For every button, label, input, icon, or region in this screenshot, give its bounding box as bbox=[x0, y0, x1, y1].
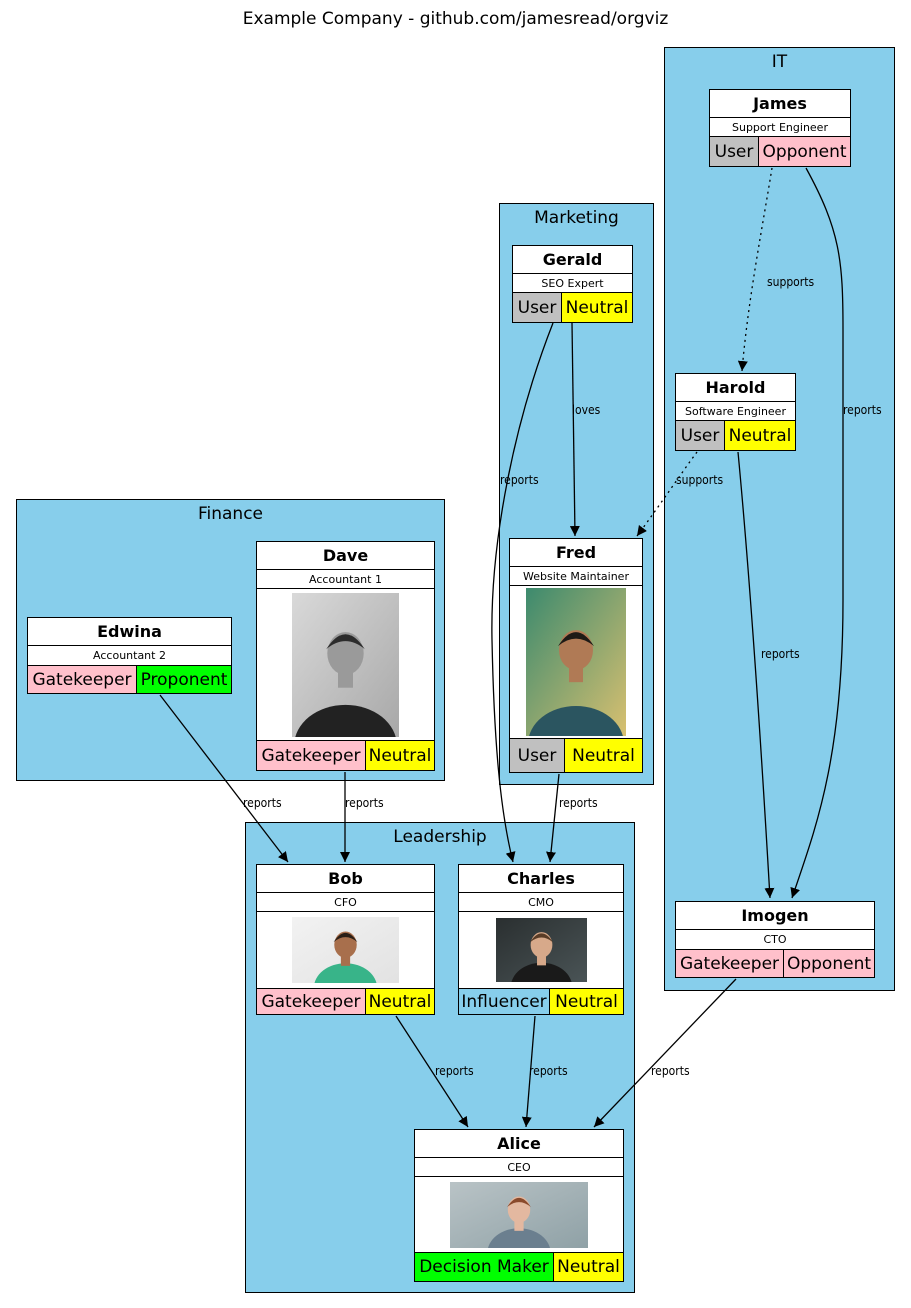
influence-tag: User bbox=[676, 421, 724, 450]
person-role: Accountant 2 bbox=[28, 646, 231, 666]
person-role: CFO bbox=[257, 893, 434, 912]
influence-tag: Decision Maker bbox=[415, 1253, 553, 1281]
person-name: Harold bbox=[676, 374, 795, 402]
woman-portrait bbox=[450, 1181, 588, 1248]
person-role: CEO bbox=[415, 1158, 623, 1177]
cluster-label: IT bbox=[771, 52, 788, 72]
attitude-tag: Neutral bbox=[724, 421, 795, 450]
attitude-tag: Opponent bbox=[758, 137, 850, 166]
cluster-label: Marketing bbox=[534, 208, 619, 228]
person-role: Accountant 1 bbox=[257, 570, 434, 589]
diagram-title: Example Company - github.com/jamesread/o… bbox=[242, 9, 669, 29]
man-portrait bbox=[526, 588, 626, 736]
person-role: CTO bbox=[676, 930, 874, 950]
person-name: Edwina bbox=[28, 618, 231, 646]
edge-label: reports bbox=[243, 796, 282, 810]
influence-tag: Gatekeeper bbox=[676, 950, 783, 977]
person-name: Dave bbox=[257, 542, 434, 570]
person-name: Alice bbox=[415, 1130, 623, 1158]
person-photo bbox=[459, 912, 623, 989]
person-name: James bbox=[710, 90, 850, 118]
cluster-label: Leadership bbox=[393, 827, 487, 847]
person-name: Fred bbox=[510, 539, 642, 567]
influence-tag: Gatekeeper bbox=[257, 741, 365, 770]
influence-tag: User bbox=[710, 137, 758, 166]
attitude-tag: Neutral bbox=[564, 739, 642, 772]
influence-tag: User bbox=[513, 293, 561, 322]
person-photo bbox=[415, 1177, 623, 1253]
cluster-label: Finance bbox=[197, 504, 264, 524]
smiling-man-portrait bbox=[292, 917, 399, 983]
edge-label: reports bbox=[651, 1064, 690, 1078]
attitude-tag: Neutral bbox=[561, 293, 632, 322]
cluster-it: IT bbox=[664, 47, 895, 991]
person-role: Software Engineer bbox=[676, 402, 795, 421]
person-name: Bob bbox=[257, 865, 434, 893]
edge-label: reports bbox=[559, 796, 598, 810]
influence-tag: Gatekeeper bbox=[257, 989, 365, 1014]
attitude-tag: Neutral bbox=[553, 1253, 623, 1281]
person-name: Imogen bbox=[676, 902, 874, 930]
person-role: Support Engineer bbox=[710, 118, 850, 137]
young-man-portrait bbox=[495, 918, 587, 982]
person-role: SEO Expert bbox=[513, 274, 632, 293]
person-name: Charles bbox=[459, 865, 623, 893]
edge-label: reports bbox=[345, 796, 384, 810]
attitude-tag: Neutral bbox=[365, 741, 434, 770]
influence-tag: Influencer bbox=[459, 989, 549, 1014]
bearded-man-portrait bbox=[292, 592, 399, 737]
person-name: Gerald bbox=[513, 246, 632, 274]
person-role: CMO bbox=[459, 893, 623, 912]
attitude-tag: Neutral bbox=[549, 989, 623, 1014]
person-photo bbox=[257, 912, 434, 989]
attitude-tag: Opponent bbox=[783, 950, 874, 977]
attitude-tag: Proponent bbox=[136, 666, 231, 693]
influence-tag: User bbox=[510, 739, 564, 772]
attitude-tag: Neutral bbox=[365, 989, 434, 1014]
influence-tag: Gatekeeper bbox=[28, 666, 136, 693]
person-role: Website Maintainer bbox=[510, 567, 642, 586]
person-photo bbox=[257, 589, 434, 741]
person-photo bbox=[510, 586, 642, 739]
